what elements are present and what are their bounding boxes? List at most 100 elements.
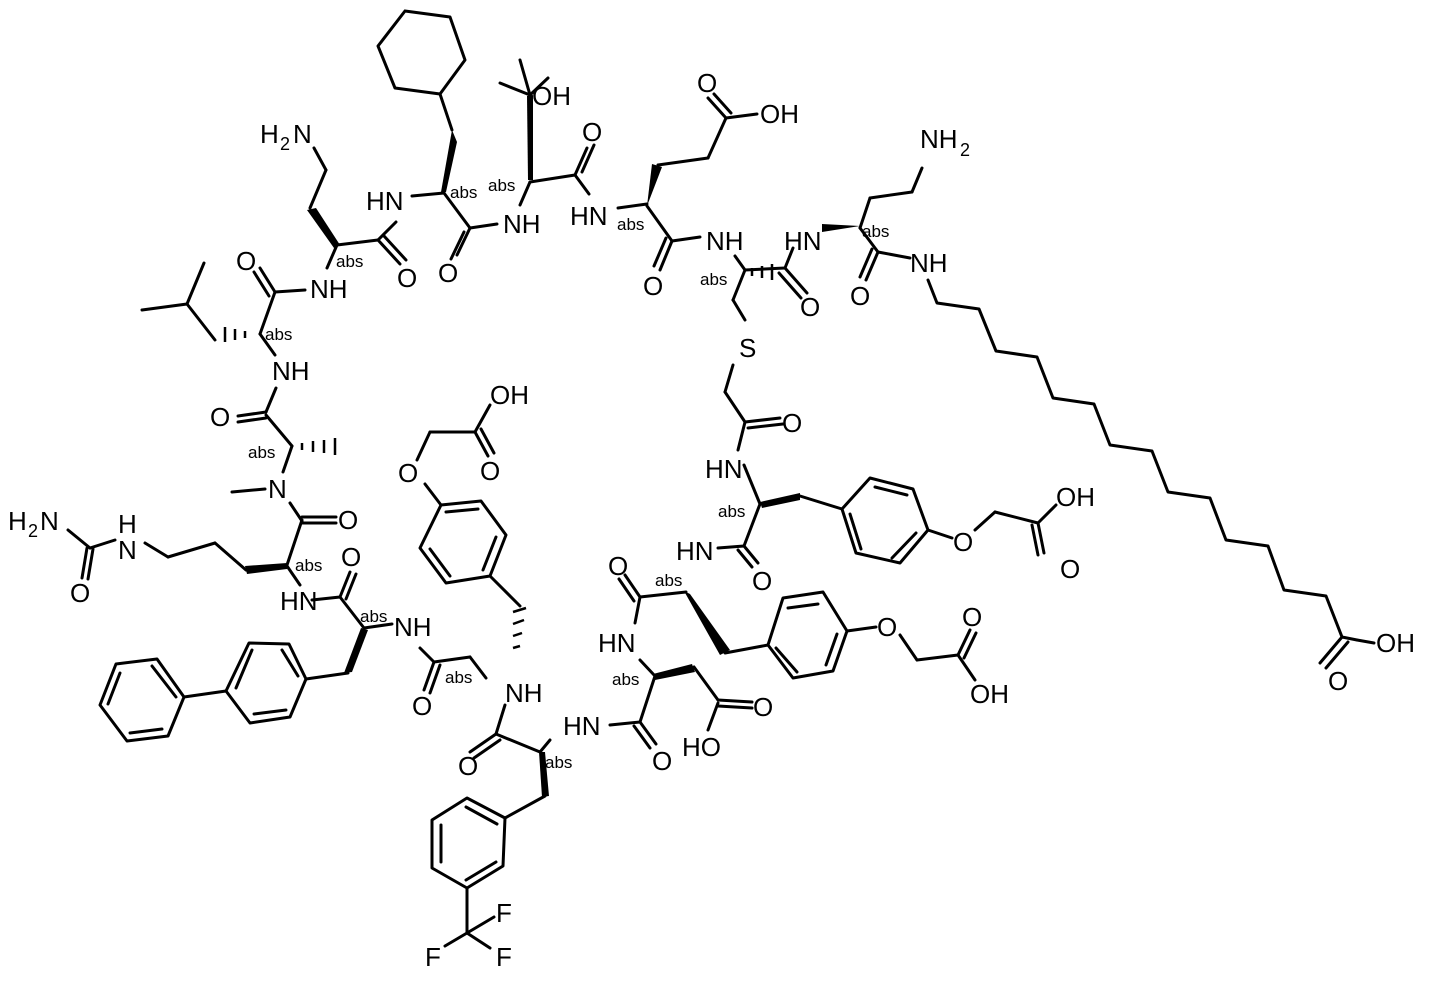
hash-bond: [300, 438, 337, 455]
atom-label-h2n: N: [293, 119, 312, 149]
atom-label-o: O: [397, 263, 417, 293]
atom-label-oh: OH: [532, 81, 571, 111]
atom-label-o: O: [953, 527, 973, 557]
hash-bond: [223, 327, 247, 342]
wedge-bond: [245, 563, 287, 574]
atom-label-nh: NH: [910, 248, 948, 278]
atom-label-o: O: [652, 746, 672, 776]
atom-label-s: S: [739, 333, 756, 363]
phenyl-ring: [98, 657, 186, 743]
atom-label-o: O: [438, 258, 458, 288]
atom-label-o: O: [1328, 666, 1348, 696]
stereo-label: abs: [360, 607, 387, 626]
stereo-label: abs: [700, 270, 727, 289]
atom-label-nh: NH: [310, 274, 348, 304]
atom-label-h: H: [118, 509, 137, 539]
wedge-bond: [344, 628, 368, 673]
atom-label-oh: OH: [490, 380, 529, 410]
atom-label-o: O: [753, 692, 773, 722]
atom-label-o: O: [643, 271, 663, 301]
stereo-label: abs: [445, 668, 472, 687]
stereo-label: abs: [248, 443, 275, 462]
wedge-bond: [527, 95, 533, 180]
alkyl-chain: [926, 278, 1359, 642]
atom-label-subscript: 2: [280, 134, 290, 154]
atom-label-o: O: [1060, 554, 1080, 584]
hash-bond: [512, 606, 527, 650]
atom-label-o: O: [877, 612, 897, 642]
atom-label-h2n: N: [40, 506, 59, 536]
atom-label-o: O: [782, 408, 802, 438]
atom-label-nh: NH: [503, 209, 541, 239]
wedge-bond: [647, 164, 662, 206]
atom-label-hn: HN: [676, 536, 714, 566]
atom-label-o: O: [752, 566, 772, 596]
stereo-label: abs: [295, 556, 322, 575]
atom-label-o: O: [341, 542, 361, 572]
atom-label-subscript: 2: [960, 140, 970, 160]
phenyl-ring: [430, 796, 507, 890]
atom-label-o: O: [608, 551, 628, 581]
atom-label-o: O: [70, 578, 90, 608]
atom-label-hn: HN: [705, 454, 743, 484]
stereo-label: abs: [612, 670, 639, 689]
wedge-bond: [760, 493, 800, 508]
wedge-bond: [822, 224, 860, 232]
atom-label-o: O: [338, 505, 358, 535]
phenyl-ring: [224, 641, 308, 725]
atom-label-f: F: [425, 942, 441, 972]
atom-label-oh: OH: [970, 679, 1009, 709]
atom-label-o: O: [800, 292, 820, 322]
phenyl-ring: [418, 499, 508, 585]
hash-bond: [750, 264, 774, 280]
atom-label-nh: NH: [394, 612, 432, 642]
atom-label-nh: NH: [505, 678, 543, 708]
atom-label-subscript: 2: [28, 521, 38, 541]
atom-label-hn: HN: [366, 186, 404, 216]
atom-label-f: F: [496, 898, 512, 928]
stereo-label: abs: [265, 325, 292, 344]
stereo-label: abs: [655, 571, 682, 590]
wedge-bond: [653, 664, 695, 680]
phenyl-ring: [840, 476, 930, 565]
wedge-bond: [441, 130, 457, 192]
atom-label-hn: HN: [784, 226, 822, 256]
atom-label-h2n: H: [260, 119, 279, 149]
atom-label-n: N: [268, 474, 287, 504]
stereo-label: abs: [718, 502, 745, 521]
phenyl-ring: [766, 590, 849, 680]
stereo-label: abs: [336, 252, 363, 271]
atom-label-o: O: [480, 456, 500, 486]
atom-label-h2n: H: [8, 506, 27, 536]
atom-label-n: N: [118, 535, 137, 565]
atom-label-o: O: [412, 691, 432, 721]
atom-label-oh: OH: [1056, 482, 1095, 512]
atom-label-o: O: [962, 602, 982, 632]
cyclohexyl-ring: [376, 9, 467, 132]
stereo-label: abs: [617, 215, 644, 234]
atom-label-o: O: [697, 68, 717, 98]
stereo-label: abs: [450, 183, 477, 202]
wedge-bond: [539, 752, 549, 797]
atom-label-hn: HN: [598, 628, 636, 658]
atom-label-o: O: [398, 458, 418, 488]
stereo-label: abs: [545, 753, 572, 772]
atom-label-o: O: [210, 402, 230, 432]
atom-label-f: F: [496, 942, 512, 972]
atom-label-ho: HO: [682, 732, 721, 762]
wedge-bond: [684, 591, 730, 655]
atom-label-oh: OH: [760, 99, 799, 129]
atom-label-nh2: NH: [920, 124, 958, 154]
atom-label-o: O: [850, 281, 870, 311]
atom-label-hn: HN: [570, 201, 608, 231]
atom-label-o: O: [458, 751, 478, 781]
wedge-bond: [307, 208, 340, 248]
atom-label-oh: OH: [1376, 628, 1415, 658]
atom-label-o: O: [236, 246, 256, 276]
atom-label-o: O: [582, 117, 602, 147]
atom-label-nh: NH: [272, 356, 310, 386]
stereo-label: abs: [488, 176, 515, 195]
atom-label-hn: HN: [563, 711, 601, 741]
